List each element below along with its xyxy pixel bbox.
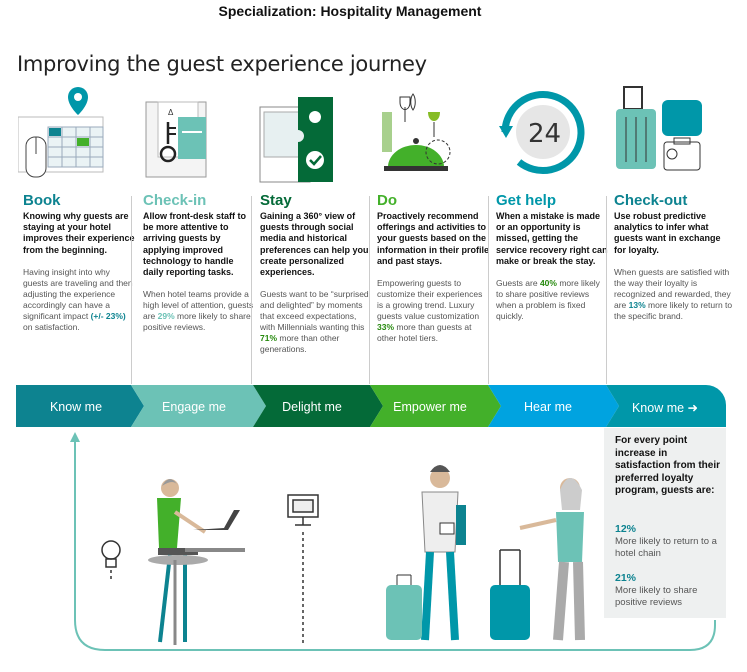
- stage-title: Check-in: [143, 192, 207, 209]
- stage-title: Stay: [260, 192, 292, 209]
- top-title: Specialization: Hospitality Management: [218, 3, 482, 19]
- dining-icon: [382, 93, 451, 171]
- lightbulb-icon: [101, 540, 121, 580]
- calendar-pin-icon: [18, 87, 104, 178]
- suitcase-icon: [490, 549, 530, 640]
- woman-standing-figure: [519, 478, 585, 641]
- stage-detail: Guests want to be “surprised and delight…: [260, 289, 369, 355]
- stage-summary: Use robust predictive analytics to infer…: [614, 211, 721, 255]
- divider: [251, 196, 252, 384]
- man-suitcase-figure: [386, 465, 466, 641]
- stage-detail: Guests are 40% more likely to share posi…: [496, 278, 600, 322]
- door-hanger-icon: [259, 97, 333, 183]
- loyalty-intro: For every point increase in satisfaction…: [615, 435, 721, 496]
- stage-checkout: Check-out Use robust predictive analytic…: [614, 192, 734, 322]
- loyalty-stat-box: For every point increase in satisfaction…: [604, 428, 726, 618]
- band-delight-me: Delight me: [282, 400, 342, 414]
- stage-summary: When a mistake is made or an opportunity…: [496, 211, 608, 266]
- arrow-right-icon: ➜: [687, 401, 699, 415]
- stat-desc: More likely to share positive reviews: [615, 585, 698, 608]
- divider: [131, 196, 132, 384]
- stage-title: Get help: [496, 192, 557, 209]
- stage-stay: Stay Gaining a 360° view of guests throu…: [260, 192, 372, 355]
- 24-hour-icon: 24: [499, 91, 585, 175]
- divider: [606, 196, 607, 384]
- stat-pct: 12%: [615, 523, 637, 535]
- journey-band: [16, 385, 726, 427]
- stage-summary: Allow front-desk staff to be more attent…: [143, 211, 246, 278]
- stage-detail: When hotel teams provide a high level of…: [143, 289, 254, 333]
- page-title: Improving the guest experience journey: [17, 52, 427, 76]
- woman-laptop-figure: [148, 479, 245, 645]
- stage-title: Do: [377, 192, 397, 209]
- stage-gethelp: Get help When a mistake is made or an op…: [496, 192, 608, 322]
- stage-summary: Gaining a 360° view of guests through so…: [260, 211, 369, 278]
- stage-book: Book Knowing why guests are staying at y…: [23, 192, 135, 333]
- stage-checkin: Check-in Allow front-desk staff to be mo…: [143, 192, 255, 333]
- journey-loop-illustration: [70, 432, 716, 651]
- stage-do: Do Proactively recommend offerings and a…: [377, 192, 489, 344]
- band-hear-me: Hear me: [524, 400, 572, 414]
- band-engage-me: Engage me: [162, 400, 226, 414]
- stage-detail: Having insight into why guests are trave…: [23, 266, 133, 332]
- band-know-me: Know me: [49, 400, 103, 414]
- divider: [369, 196, 370, 384]
- stat-pct: 21%: [615, 572, 637, 584]
- band-know-me-2: Know me ➜: [631, 401, 699, 415]
- kiosk-icon: [287, 494, 319, 645]
- stage-detail: Empowering guests to customize their exp…: [377, 278, 483, 344]
- loop-line: [74, 438, 716, 651]
- divider: [488, 196, 489, 384]
- clock-number: 24: [528, 119, 561, 149]
- stage-summary: Knowing why guests are staying at your h…: [23, 211, 135, 255]
- stage-detail: When guests are satisfied with the way t…: [614, 266, 733, 321]
- arrow-up-icon: [70, 432, 80, 442]
- stage-title: Check-out: [614, 192, 688, 209]
- band-empower-me: Empower me: [393, 400, 467, 414]
- svg-text:Δ: Δ: [168, 108, 174, 117]
- key-card-icon: Δ: [145, 101, 207, 178]
- stage-title: Book: [23, 192, 61, 209]
- stage-summary: Proactively recommend offerings and acti…: [377, 211, 489, 266]
- luggage-icon: [616, 86, 702, 171]
- stat-desc: More likely to return to a hotel chain: [615, 536, 717, 559]
